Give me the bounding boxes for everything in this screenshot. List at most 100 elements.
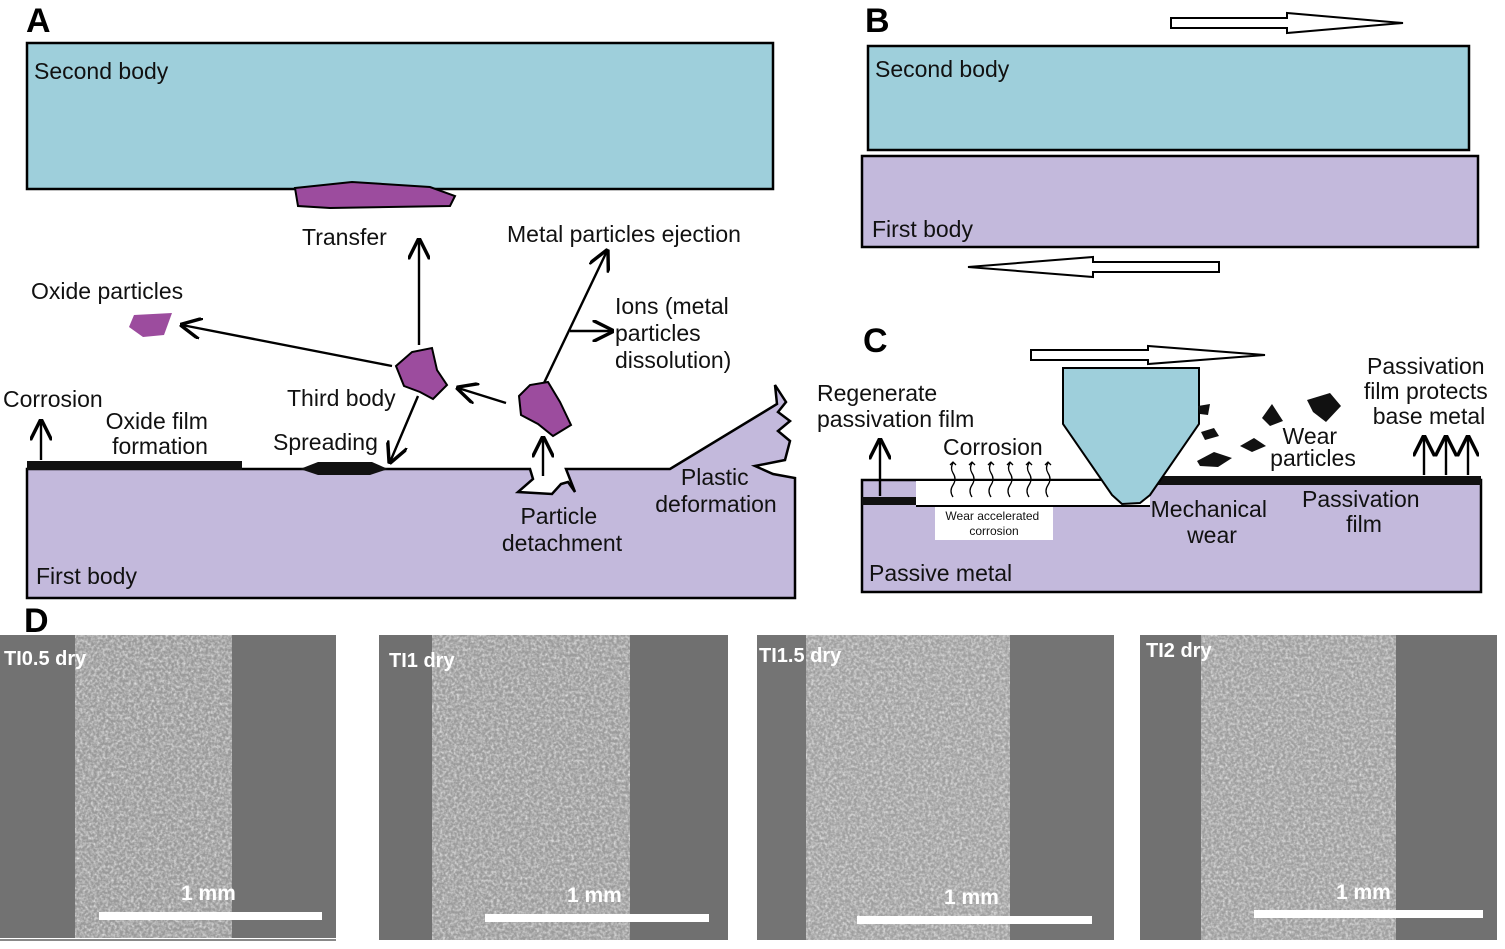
panel-c-passivation-line1: Passivation [1302,486,1420,512]
panel-a-corrosion-label: Corrosion [3,386,103,412]
panel-c-wac-line2: corrosion [969,524,1018,538]
sem-image-1: TI0.5 dry 1 mm [0,635,336,941]
panel-c-regenerate-line2: passivation film [817,406,974,432]
sem-4-texture-dark [1201,635,1396,940]
panel-a: A Second body First body Transfer Metal … [3,2,797,600]
panel-b-letter: B [865,2,890,40]
wiggle-3 [987,461,995,498]
panel-a-transfer-blob [293,180,457,210]
panel-a-letter: A [26,2,51,40]
sem-2-scale-bar [485,914,709,922]
arrow-to-oxide-particles [182,325,393,368]
panel-a-first-body [25,384,797,600]
panel-a-second-body [25,41,775,191]
panel-c-passive-metal-label: Passive metal [869,560,1012,586]
panel-a-plastic-line1: Plastic [681,464,749,490]
sem-3-scale-label: 1 mm [944,886,999,909]
panel-b-second-body [866,44,1471,152]
panel-c-wear-particles [1197,393,1341,467]
panel-a-transfer-label: Transfer [302,224,387,250]
wear-particle-6 [1307,393,1341,422]
panel-c-protects-line1: Passivation [1367,353,1485,379]
panel-a-oxide-film-label: Oxide film formation [106,408,215,459]
panel-a-detachment-line2: detachment [502,530,623,556]
wiggle-6 [1044,461,1052,498]
panel-c-mechanical-line1: Mechanical [1151,496,1267,522]
panel-c: C Passive metal [817,322,1494,594]
sem-image-2: TI1 dry 1 mm [379,635,728,940]
panel-b-second-body-label: Second body [875,56,1010,82]
wear-particle-5 [1197,452,1232,467]
panel-a-plastic-line2: deformation [655,491,776,517]
panel-c-protects-line3: base metal [1373,403,1486,429]
panel-c-arrows [880,437,1468,496]
panel-c-regenerate-label: Regenerate passivation film [817,380,974,432]
panel-a-oxide-film-line2: formation [112,433,208,459]
panel-b-first-body-label: First body [872,216,973,242]
panel-a-spreading-label: Spreading [273,429,378,455]
panel-a-oxide-particles-label: Oxide particles [31,278,183,304]
sem-2-label: TI1 dry [389,650,455,672]
panel-a-ions-line2: particles [615,320,701,346]
wear-particle-1 [1198,404,1210,415]
panel-c-mechanical-label: Mechanical wear [1151,496,1274,548]
panel-a-second-body-label: Second body [34,58,169,84]
panel-a-oxide-film-line1: Oxide film [106,408,208,434]
arrow-metal-ejection [542,251,607,384]
sem-3-label: TI1.5 dry [759,645,842,667]
panel-a-metal-ejection-label: Metal particles ejection [507,221,741,247]
panel-c-protects-label: Passivation film protects base metal [1364,353,1494,429]
panel-d: D TI0.5 dry 1 mm TI1 dry 1 mm [0,602,1497,941]
panel-c-wac-line1: Wear accelerated [945,509,1039,523]
sem-1-scale-bar [99,912,322,920]
panel-a-third-body-particle [394,346,449,401]
sem-1-label: TI0.5 dry [4,648,87,670]
wiggle-5 [1025,461,1033,498]
panel-c-wear-particles-line2: particles [1270,445,1356,471]
wear-particle-3 [1262,404,1283,426]
wear-particle-4 [1240,438,1266,452]
panel-a-plastic-label: Plastic deformation [655,464,776,517]
panel-c-passivation-line2: film [1346,511,1382,537]
panel-c-wear-particles-label: Wear particles [1270,423,1356,471]
sem-3-scale-bar [857,916,1092,924]
sem-image-4: TI2 dry 1 mm [1140,635,1497,940]
sem-4-label: TI2 dry [1146,640,1212,662]
arrow-to-third-body [458,388,507,405]
sem-2-scale-label: 1 mm [567,884,622,907]
panel-c-mechanical-line2: wear [1186,522,1237,548]
panel-c-wear-particles-line1: Wear [1283,423,1338,449]
panel-a-oxide-film [27,461,242,470]
sem-1-scale-label: 1 mm [181,882,236,905]
panel-b-arrow-right [1170,11,1404,35]
sem-4-scale-label: 1 mm [1336,881,1391,904]
panel-a-ions-line3: dissolution) [615,347,731,373]
wiggle-1 [949,461,957,498]
panel-a-ions-line1: Ions (metal [615,293,729,319]
panel-a-ions-label: Ions (metal particles dissolution) [615,293,735,373]
panel-c-corrosion-label: Corrosion [943,434,1043,460]
panel-c-wac-label: Wear accelerated corrosion [945,509,1042,538]
panel-c-arrow-right [1030,344,1266,366]
sem-2-texture-dark [432,635,630,940]
panel-a-first-body-label: First body [36,563,137,589]
panel-a-arrows [41,240,612,476]
panel-c-film-left [862,497,916,505]
sem-image-3: TI1.5 dry 1 mm [757,635,1114,940]
panel-c-indenter [1062,367,1200,506]
wiggle-2 [968,461,976,498]
arrow-to-spreading [390,395,420,462]
panel-a-detachment-line1: Particle [520,503,597,529]
panel-a-third-body-label: Third body [287,385,396,411]
sem-4-scale-bar [1254,910,1483,918]
panel-c-wac-box [935,507,1053,540]
panel-c-corrosion-wiggles [949,461,1052,498]
panel-b-first-body [860,154,1480,249]
panel-c-film-right [1150,476,1481,485]
panel-a-detached-particle [517,380,573,438]
panel-a-detachment-label: Particle detachment [502,503,623,556]
sem-3-texture-dark [806,635,1010,940]
panel-c-letter: C [863,322,888,360]
panel-c-protects-line2: film protects [1364,378,1488,404]
